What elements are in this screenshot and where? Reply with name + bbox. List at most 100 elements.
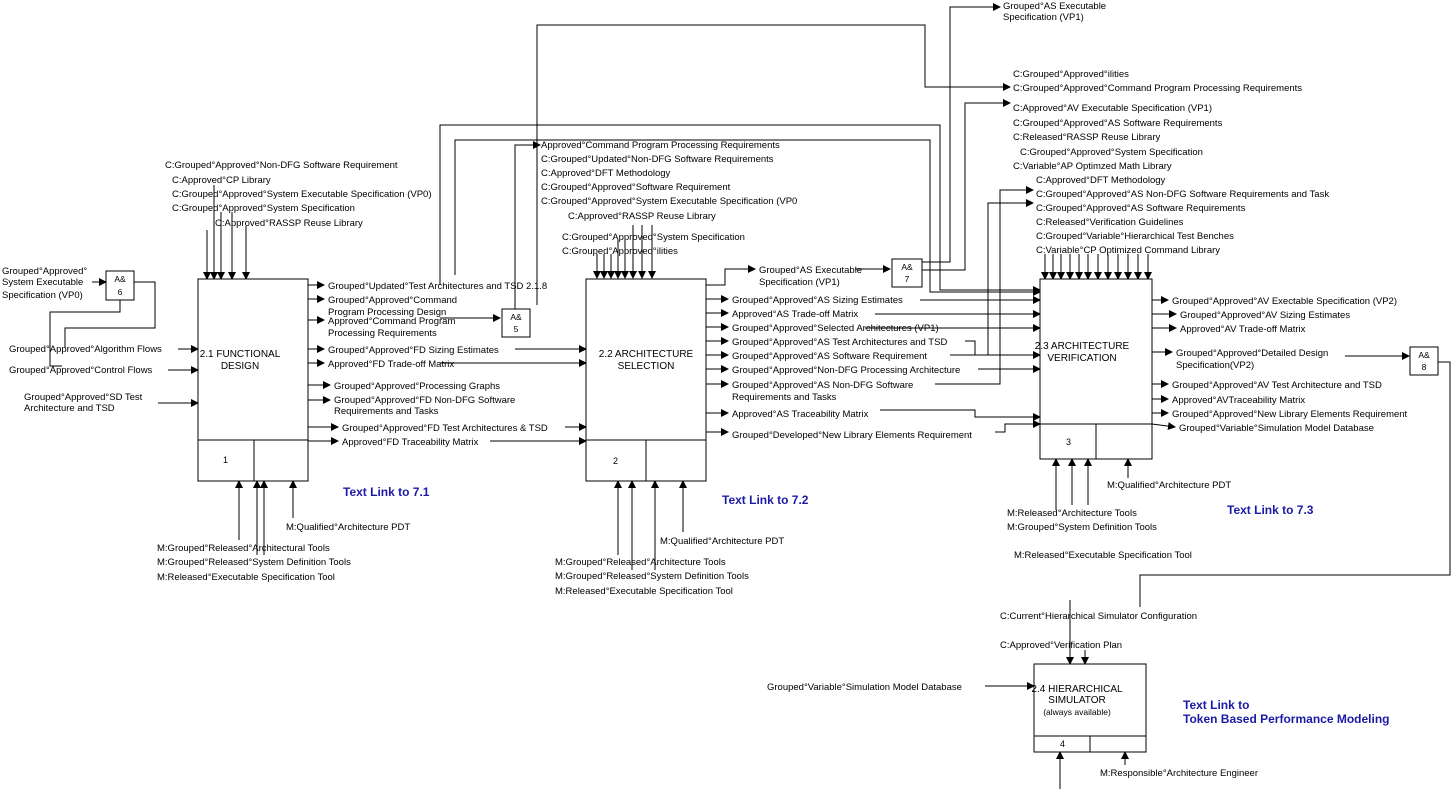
output-label: Grouped°Approved°AS Sizing Estimates bbox=[732, 295, 903, 306]
control-label: C:Grouped°Approved°Software Requirement bbox=[541, 182, 731, 193]
box-title-line: DESIGN bbox=[221, 361, 259, 372]
tag-text: 8 bbox=[1422, 362, 1427, 372]
box-title-line: 2.2 ARCHITECTURE bbox=[599, 349, 694, 360]
tag-text: A& bbox=[114, 274, 126, 284]
control-label: C:Grouped°Approved°Command Program Proce… bbox=[1013, 83, 1302, 94]
activity-box-architecture-verification[interactable]: 2.3 ARCHITECTURE VERIFICATION 3 bbox=[1035, 278, 1153, 460]
input-label: Architecture and TSD bbox=[24, 403, 115, 414]
input-label: Specification (VP0) bbox=[2, 290, 83, 301]
control-label: C:Approved°Verification Plan bbox=[1000, 640, 1122, 651]
text-link-7-1[interactable]: Text Link to 7.1 bbox=[343, 485, 430, 499]
control-label: C:Grouped°Approved°System Specification bbox=[172, 203, 355, 214]
text-link-token-based[interactable]: Token Based Performance Modeling bbox=[1183, 712, 1390, 726]
output-label: Grouped°Approved°AS Test Architectures a… bbox=[732, 337, 947, 348]
control-label: C:Approved°CP Library bbox=[172, 175, 271, 186]
activity-box-hierarchical-simulator[interactable]: 2.4 HIERARCHICAL SIMULATOR (always avail… bbox=[1031, 663, 1147, 753]
output-label: Approved°AS Traceability Matrix bbox=[732, 409, 869, 420]
box1-input-labels: Grouped°Approved° System Executable Spec… bbox=[2, 266, 162, 414]
tag-text: 6 bbox=[118, 287, 123, 297]
mechanism-label: M:Grouped°Released°System Definition Too… bbox=[157, 557, 351, 568]
output-label: Approved°AS Trade-off Matrix bbox=[732, 309, 858, 320]
connector-lines bbox=[49, 3, 1451, 789]
output-label: Grouped°Approved°AV Sizing Estimates bbox=[1180, 310, 1350, 321]
text-link-7-3[interactable]: Text Link to 7.3 bbox=[1227, 503, 1314, 517]
box1-output-labels: Grouped°Updated°Test Architectures and T… bbox=[328, 281, 548, 448]
box-number: 3 bbox=[1066, 437, 1071, 447]
box2-mechanism-labels: M:Qualified°Architecture PDT M:Grouped°R… bbox=[555, 536, 784, 597]
input-label: Grouped°Approved°Control Flows bbox=[9, 365, 153, 376]
tag-text: A& bbox=[901, 262, 913, 272]
tag-a8[interactable]: A& 8 bbox=[1409, 346, 1439, 376]
output-label: Grouped°Updated°Test Architectures and T… bbox=[328, 281, 547, 292]
output-label: Approved°FD Traceability Matrix bbox=[342, 437, 479, 448]
box-number: 1 bbox=[223, 455, 228, 465]
output-label: Grouped°Approved°Detailed Design bbox=[1176, 348, 1328, 359]
output-label: Grouped°Approved°FD Sizing Estimates bbox=[328, 345, 499, 356]
output-label: Grouped°Approved°FD Non-DFG Software bbox=[334, 395, 515, 406]
box-title-line: 2.4 HIERARCHICAL bbox=[1031, 684, 1123, 695]
box3-top-output-labels: Grouped°AS Executable Specification (VP1… bbox=[1003, 1, 1106, 23]
tag-a6[interactable]: A& 6 bbox=[105, 270, 135, 301]
mechanism-label: M:Qualified°Architecture PDT bbox=[660, 536, 784, 547]
control-label: C:Released°RASSP Reuse Library bbox=[1013, 132, 1161, 143]
box3-output-labels: Grouped°Approved°AV Exectable Specificat… bbox=[1172, 296, 1408, 434]
output-label: Grouped°Approved°FD Test Architectures &… bbox=[342, 423, 548, 434]
output-label: Grouped°Approved°Command bbox=[328, 295, 457, 306]
mechanism-label: M:Released°Executable Specification Tool bbox=[555, 586, 733, 597]
mechanism-label: M:Released°Executable Specification Tool bbox=[157, 572, 335, 583]
output-label: Grouped°Approved°Non-DFG Processing Arch… bbox=[732, 365, 960, 376]
output-label: Grouped°Approved°AS Software Requirement bbox=[732, 351, 927, 362]
output-label: Grouped°Developed°New Library Elements R… bbox=[732, 430, 972, 441]
control-label: C:Released°Verification Guidelines bbox=[1036, 217, 1184, 228]
box-title-line: (always available) bbox=[1043, 707, 1111, 717]
input-label: Grouped°Approved°SD Test bbox=[24, 392, 143, 403]
mechanism-label: M:Grouped°System Definition Tools bbox=[1007, 522, 1157, 533]
output-label: Requirements and Tasks bbox=[334, 406, 439, 417]
output-label: Grouped°Approved°Processing Graphs bbox=[334, 381, 500, 392]
control-label: C:Grouped°Approved°System Specification bbox=[1020, 147, 1203, 158]
tag-a5[interactable]: A& 5 bbox=[501, 308, 531, 338]
input-label: Grouped°Approved° bbox=[2, 266, 87, 277]
output-label: Approved°Command Program bbox=[328, 316, 455, 327]
control-label: C:Grouped°Approved°AS Software Requireme… bbox=[1036, 203, 1246, 214]
output-label: Approved°AV Trade-off Matrix bbox=[1180, 324, 1306, 335]
control-label: C:Grouped°Approved°Non-DFG Software Requ… bbox=[165, 160, 398, 171]
box-title-line: 2.3 ARCHITECTURE bbox=[1035, 341, 1130, 352]
control-label: C:Grouped°Variable°Hierarchical Test Ben… bbox=[1036, 231, 1234, 242]
control-label: C:Approved°DFT Methodology bbox=[1036, 175, 1166, 186]
tag-text: 7 bbox=[905, 274, 910, 284]
input-label: Grouped°Approved°Algorithm Flows bbox=[9, 344, 162, 355]
activity-box-architecture-selection[interactable]: 2.2 ARCHITECTURE SELECTION 2 bbox=[585, 278, 707, 482]
activity-box-functional-design[interactable]: 2.1 FUNCTIONAL DESIGN 1 bbox=[197, 278, 309, 482]
output-label: Specification (VP1) bbox=[759, 277, 840, 288]
control-label: C:Grouped°Approved°ilities bbox=[1013, 69, 1129, 80]
box2-output-labels: Grouped°AS Executable Specification (VP1… bbox=[732, 265, 972, 441]
box-title-line: SELECTION bbox=[618, 361, 675, 372]
control-label: C:Grouped°Approved°AS Non-DFG Software R… bbox=[1036, 189, 1329, 200]
box4-labels: C:Current°Hierarchical Simulator Configu… bbox=[767, 611, 1258, 779]
control-label: C:Approved°RASSP Reuse Library bbox=[568, 211, 716, 222]
output-label: Requirements and Tasks bbox=[732, 392, 837, 403]
box-number: 2 bbox=[613, 456, 618, 466]
control-label: C:Grouped°Approved°System Executable Spe… bbox=[541, 196, 797, 207]
output-label: Grouped°Approved°AV Test Architecture an… bbox=[1172, 380, 1382, 391]
control-label: C:Grouped°Approved°System Specification bbox=[562, 232, 745, 243]
tag-text: A& bbox=[1418, 350, 1430, 360]
output-label: Specification (VP1) bbox=[1003, 12, 1084, 23]
control-label: C:Grouped°Approved°AS Software Requireme… bbox=[1013, 118, 1223, 129]
mechanism-label: M:Grouped°Released°Architecture Tools bbox=[555, 557, 726, 568]
mechanism-label: M:Released°Executable Specification Tool bbox=[1014, 550, 1192, 561]
output-label: Grouped°Approved°Selected Architectures … bbox=[732, 323, 939, 334]
output-label: Processing Requirements bbox=[328, 328, 437, 339]
output-label: Approved°FD Trade-off Matrix bbox=[328, 359, 454, 370]
box-title-line: VERIFICATION bbox=[1047, 353, 1116, 364]
tag-a7[interactable]: A& 7 bbox=[891, 258, 923, 288]
text-link-7-2[interactable]: Text Link to 7.2 bbox=[722, 493, 809, 507]
tag-text: A& bbox=[510, 312, 522, 322]
output-label: Grouped°AS Executable bbox=[759, 265, 862, 276]
control-label: C:Grouped°Approved°ilities bbox=[562, 246, 678, 257]
text-link-token-based[interactable]: Text Link to bbox=[1183, 698, 1249, 712]
control-label: C:Variable°CP Optimized Command Library bbox=[1036, 245, 1220, 256]
output-label: Grouped°AS Executable bbox=[1003, 1, 1106, 12]
output-label: Specification(VP2) bbox=[1176, 360, 1254, 371]
